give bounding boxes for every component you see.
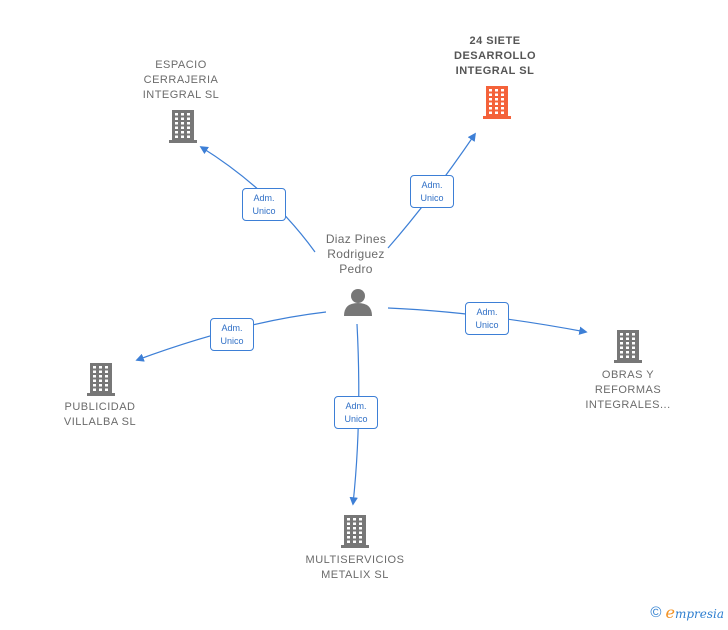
footer-brand: © empresia (650, 603, 724, 622)
role-line1: Adm. (345, 401, 367, 411)
company-label-publicidad[interactable]: PUBLICIDAD VILLALBA SL (63, 401, 137, 428)
role-line2: Unico (344, 414, 368, 424)
person-icon[interactable] (344, 289, 372, 316)
role-badge-espacio[interactable]: Adm. Unico (242, 188, 286, 221)
role-line1: Adm. (476, 307, 498, 317)
building-icon[interactable] (483, 86, 511, 119)
building-icon[interactable] (341, 515, 369, 548)
role-line1: Adm. (421, 180, 443, 190)
nodes-layer (87, 86, 642, 548)
role-badge-multiservicios[interactable]: Adm. Unico (334, 396, 378, 429)
empresia-logo[interactable]: empresia (665, 603, 724, 622)
role-line2: Unico (252, 206, 276, 216)
role-line2: Unico (420, 193, 444, 203)
company-label-siete[interactable]: 24 SIETE DESARROLLO INTEGRAL SL (454, 35, 536, 77)
role-line2: Unico (475, 320, 499, 330)
copyright-symbol: © (650, 604, 662, 621)
building-icon[interactable] (169, 110, 197, 143)
building-icon[interactable] (87, 363, 115, 396)
role-line1: Adm. (253, 193, 275, 203)
role-badge-siete[interactable]: Adm. Unico (410, 175, 454, 208)
edges-layer (135, 132, 588, 506)
company-label-espacio[interactable]: ESPACIO CERRAJERIA INTEGRAL SL (142, 59, 220, 101)
role-badge-obras[interactable]: Adm. Unico (465, 302, 509, 335)
building-icon[interactable] (614, 330, 642, 363)
role-badge-publicidad[interactable]: Adm. Unico (210, 318, 254, 351)
company-label-obras[interactable]: OBRAS Y REFORMAS INTEGRALES... (585, 369, 671, 411)
logo-e: e (665, 603, 675, 622)
role-line1: Adm. (221, 323, 243, 333)
role-line2: Unico (220, 336, 244, 346)
person-name[interactable]: Diaz Pines Rodriguez Pedro (325, 232, 387, 276)
company-label-multiservicios[interactable]: MULTISERVICIOS METALIX SL (305, 554, 405, 581)
logo-text: mpresia (674, 607, 724, 621)
